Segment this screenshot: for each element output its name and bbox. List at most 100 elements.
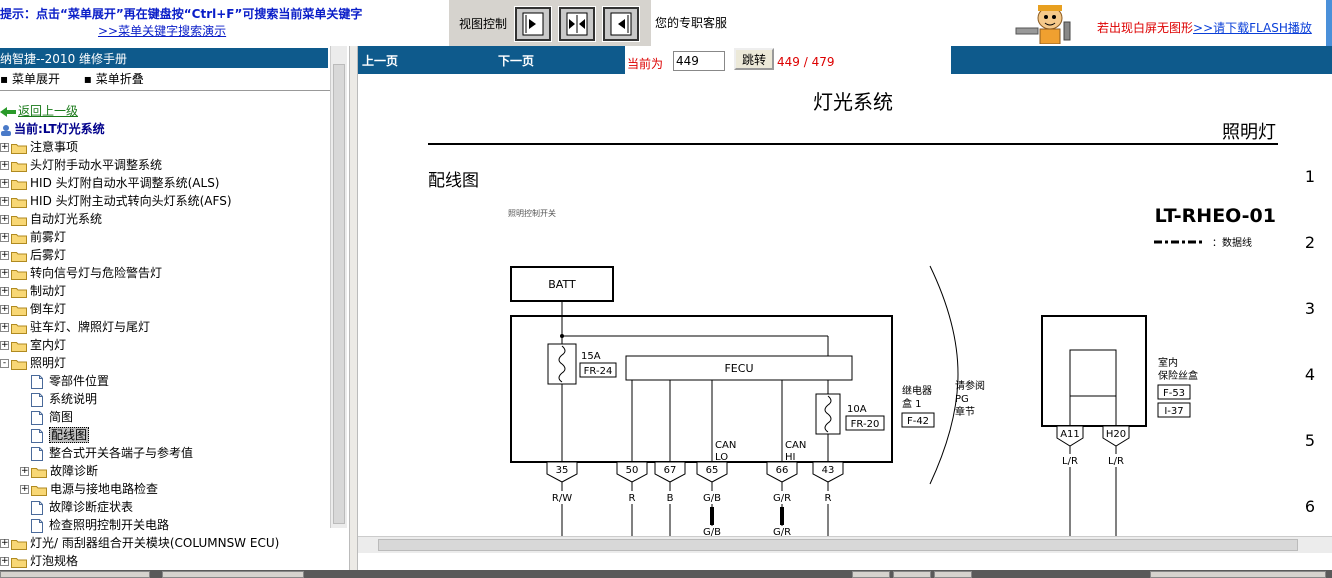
- menu-item[interactable]: + 灯光/ 雨刮器组合开关模块(COLUMNSW ECU): [0, 534, 279, 552]
- menu-item[interactable]: 检查照明控制开关电路: [20, 516, 169, 534]
- menu-item[interactable]: + HID 头灯附主动式转向头灯系统(AFS): [0, 192, 232, 210]
- menu-item[interactable]: + 自动灯光系统: [0, 210, 102, 228]
- connector-pin: [546, 461, 578, 483]
- menu-item-label: 注意事项: [30, 140, 79, 154]
- expand-toggle-icon[interactable]: +: [0, 250, 9, 260]
- interior-code2: I-37: [1164, 406, 1183, 417]
- pane-splitter[interactable]: [349, 46, 358, 570]
- connector-pin: [766, 461, 798, 483]
- taskbar-item[interactable]: [934, 571, 972, 578]
- interior-code1-box: [1157, 384, 1191, 400]
- menu-item[interactable]: 故障诊断症状表: [20, 498, 133, 516]
- view-left-pane-button[interactable]: [514, 6, 552, 42]
- row-number: 2: [1305, 233, 1315, 252]
- menu-item[interactable]: + 驻车灯、牌照灯与尾灯: [0, 318, 150, 336]
- folder-icon: [11, 287, 27, 298]
- view-both-panes-button[interactable]: [558, 6, 596, 42]
- expand-toggle-icon[interactable]: +: [0, 322, 9, 332]
- menu-item[interactable]: +前雾灯: [0, 228, 66, 246]
- interior-inner-box: [1069, 349, 1117, 397]
- expand-toggle-icon[interactable]: +: [0, 556, 9, 566]
- menu-pane: 纳智捷--2010 维修手册 ▪ 菜单展开 ▪ 菜单折叠 返回上一级 当前:LT…: [0, 46, 349, 570]
- menu-item[interactable]: +后雾灯: [0, 246, 66, 264]
- pin-number: A11: [1060, 429, 1080, 440]
- folder-icon: [11, 539, 27, 550]
- fecu-label: FECU: [724, 362, 753, 375]
- page-total: 449 / 479: [777, 55, 835, 69]
- taskbar-item[interactable]: [0, 571, 150, 578]
- back-link[interactable]: 返回上一级: [0, 102, 78, 120]
- expand-toggle-icon[interactable]: +: [0, 304, 9, 314]
- prev-page-button[interactable]: 上一页: [362, 54, 399, 68]
- expand-toggle-icon[interactable]: +: [0, 538, 9, 548]
- expand-toggle-icon[interactable]: +: [0, 268, 9, 278]
- jump-button[interactable]: 跳转: [734, 48, 774, 70]
- menu-item[interactable]: 系统说明: [20, 390, 97, 408]
- expand-toggle-icon[interactable]: +: [0, 178, 9, 188]
- expand-toggle-icon[interactable]: +: [0, 142, 9, 152]
- document-icon: [31, 518, 43, 533]
- expand-toggle-icon[interactable]: +: [0, 196, 9, 206]
- menu-item[interactable]: +灯泡规格: [0, 552, 78, 570]
- menu-item[interactable]: +制动灯: [0, 282, 66, 300]
- search-demo-link[interactable]: >>菜单关键字搜索演示: [98, 24, 227, 38]
- menu-item-label: 室内灯: [30, 338, 67, 352]
- menu-collapse-button[interactable]: ▪ 菜单折叠: [83, 72, 144, 86]
- menu-item[interactable]: +故障诊断: [20, 462, 98, 480]
- menu-item[interactable]: +电源与接地电路检查: [20, 480, 158, 498]
- menu-item[interactable]: 简图: [20, 408, 73, 426]
- content-pane: 上一页 下一页 当前为 跳转 449 / 479 灯光系统 照明灯 配线图 照明…: [358, 46, 1332, 570]
- taskbar-item[interactable]: [852, 571, 890, 578]
- wire-label-bg: [768, 526, 796, 536]
- can-hi-label-2: HI: [785, 452, 795, 463]
- taskbar-item[interactable]: [162, 571, 304, 578]
- diagram-subtitle: 照明控制开关: [508, 208, 556, 218]
- menu-item[interactable]: + 注意事项: [0, 138, 78, 156]
- wire-color: G/B: [703, 527, 721, 536]
- taskbar-item[interactable]: [1150, 571, 1326, 578]
- menu-item[interactable]: +转向信号灯与危险警告灯: [0, 264, 162, 282]
- wire-color: L/R: [1108, 456, 1124, 467]
- menu-item-label: 零部件位置: [49, 374, 110, 388]
- next-page-button[interactable]: 下一页: [498, 54, 535, 68]
- expand-toggle-icon[interactable]: +: [0, 232, 9, 242]
- menu-item-label: 灯光/ 雨刮器组合开关模块(COLUMNSW ECU): [30, 536, 280, 550]
- expand-toggle-icon[interactable]: +: [0, 214, 9, 224]
- menu-expand-button[interactable]: ▪ 菜单展开: [0, 72, 60, 86]
- menu-item-label: 配线图: [49, 427, 90, 443]
- flash-download-link[interactable]: >>请下载FLASH播放: [1193, 21, 1312, 35]
- menu-item-label: 自动灯光系统: [30, 212, 103, 226]
- expand-toggle-icon[interactable]: +: [0, 340, 9, 350]
- menu-item[interactable]: 整合式开关各端子与参考值: [20, 444, 193, 462]
- content-horizontal-scrollbar[interactable]: [358, 536, 1332, 553]
- edge-strip: [1326, 0, 1332, 46]
- expand-toggle-icon[interactable]: +: [0, 286, 9, 296]
- menu-item[interactable]: -照明灯: [0, 354, 66, 372]
- menu-item[interactable]: 零部件位置: [20, 372, 109, 390]
- wire-color: R/W: [552, 493, 572, 504]
- expand-toggle-icon[interactable]: +: [20, 484, 29, 494]
- current-page-label: 当前为: [627, 57, 664, 71]
- taskbar-item[interactable]: [893, 571, 931, 578]
- menu-item-label: 驻车灯、牌照灯与尾灯: [30, 320, 151, 334]
- page-number-input[interactable]: [673, 51, 725, 71]
- menu-item[interactable]: 配线图: [20, 426, 90, 444]
- menu-item[interactable]: + 室内灯: [0, 336, 66, 354]
- folder-icon: [11, 143, 27, 154]
- menu-item[interactable]: +HID 头灯附自动水平调整系统(ALS): [0, 174, 220, 192]
- content-scrollbar-thumb[interactable]: [378, 539, 1298, 551]
- menu-scrollbar-thumb[interactable]: [333, 64, 345, 524]
- menu-item[interactable]: +头灯附手动水平调整系统: [0, 156, 162, 174]
- menu-item[interactable]: +倒车灯: [0, 300, 66, 318]
- menu-item-label: HID 头灯附主动式转向头灯系统(AFS): [30, 194, 232, 208]
- expand-toggle-icon[interactable]: +: [20, 466, 29, 476]
- menu-scrollbar[interactable]: [330, 46, 347, 528]
- back-arrow-icon: [0, 106, 16, 117]
- fuse1-code-box: [579, 362, 617, 378]
- document-icon: [31, 500, 43, 515]
- collapse-toggle-icon[interactable]: -: [0, 359, 9, 368]
- view-right-pane-button[interactable]: [602, 6, 640, 42]
- expand-toggle-icon[interactable]: +: [0, 160, 9, 170]
